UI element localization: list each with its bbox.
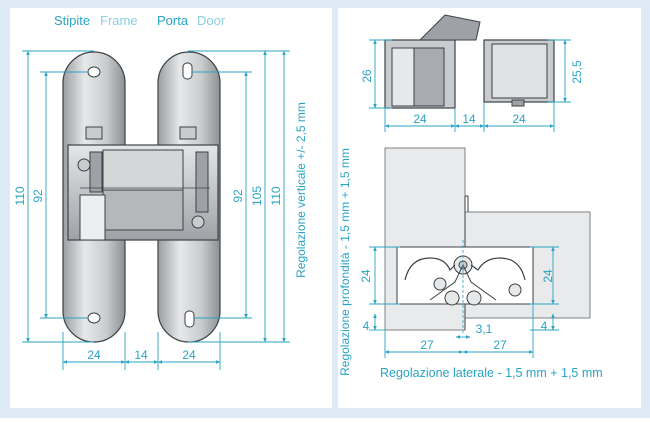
- dim-bottom-27-a: 27: [420, 338, 434, 352]
- right-view: 26 25,5 24 14 24: [338, 14, 603, 380]
- dim-side-4-right: 4: [541, 319, 548, 333]
- dim-bottom-14: 14: [134, 348, 148, 362]
- dim-92-left: 92: [31, 189, 45, 203]
- dim-top-26: 26: [360, 69, 374, 83]
- dim-top-25-5: 25,5: [570, 60, 584, 84]
- hinge-top-profile: [384, 14, 555, 109]
- right-view-top-dimensions: [369, 39, 571, 132]
- dim-top-24-b: 24: [512, 112, 526, 126]
- dim-110-left: 110: [13, 186, 27, 205]
- left-view: Stipite Frame Porta Door: [13, 13, 308, 370]
- lateral-adjustment-label: Regolazione laterale - 1,5 mm + 1,5 mm: [380, 366, 603, 380]
- dim-3-1: 3,1: [476, 322, 493, 336]
- frame-label-en: Frame: [100, 13, 138, 28]
- dim-side-4-left: 4: [363, 319, 370, 333]
- dim-bottom-24-b: 24: [182, 348, 196, 362]
- dim-top-14: 14: [462, 112, 476, 126]
- dim-105: 105: [250, 186, 264, 206]
- right-view-section-dimensions: [369, 246, 559, 358]
- dim-92-right: 92: [231, 189, 245, 203]
- frame-label-it: Stipite: [54, 13, 90, 28]
- door-label-en: Door: [197, 13, 226, 28]
- left-view-dimensions: [22, 50, 290, 370]
- hinge-body: [67, 144, 219, 241]
- dim-top-24-a: 24: [413, 112, 427, 126]
- dim-side-24-right: 24: [541, 269, 555, 283]
- dim-side-24-left: 24: [359, 269, 373, 283]
- dim-bottom-27-b: 27: [493, 338, 507, 352]
- dim-bottom-24-a: 24: [87, 348, 101, 362]
- vertical-adjustment-label: Regolazione verticale +/- 2,5 mm: [294, 102, 308, 278]
- dim-110-right: 110: [269, 186, 283, 205]
- depth-adjustment-label: Regolazione profondità - 1,5 mm + 1,5 mm: [338, 148, 352, 376]
- door-label-it: Porta: [157, 13, 189, 28]
- door-frame-section: [384, 147, 591, 335]
